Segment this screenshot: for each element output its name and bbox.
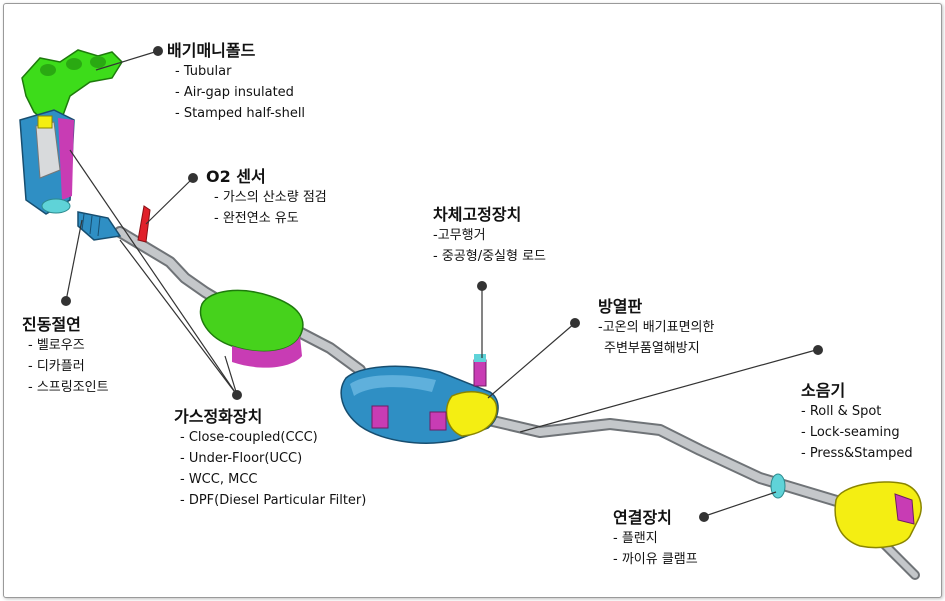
manifold-item: - Stamped half-shell [175,106,306,121]
heat-shield-item: -고온의 배기표면의한 [598,320,715,335]
manifold-item: - Air-gap insulated [175,85,294,100]
body-mount-hanger-part [473,354,487,387]
leader-dots [61,46,823,522]
main-muffler-part [340,365,499,444]
o2-sensor-item: - 완전연소 유도 [214,211,299,226]
underfloor-converter-part [199,289,304,368]
converter-item: - Under-Floor(UCC) [180,451,303,466]
manifold-title: 배기매니폴드 [167,41,256,60]
converter-label: 가스정화장치 - Close-coupled(CCC) - Under-Floo… [174,407,366,511]
manifold-item: - Tubular [175,64,232,79]
rear-muffler-part [834,481,922,549]
connector-label: 연결장치 - 플랜지 - 까이유 클램프 [613,508,698,570]
connector-item: - 플랜지 [613,531,658,546]
muffler-item: - Lock-seaming [801,425,900,440]
converter-item: - DPF(Diesel Particular Filter) [180,493,367,508]
manifold-label: 배기매니폴드 - Tubular - Air-gap insulated - S… [167,41,305,124]
close-coupled-converter-part [19,109,75,215]
connector-title: 연결장치 [613,508,672,527]
muffler-title: 소음기 [801,381,846,400]
vibration-item: - 벨로우즈 [28,338,85,353]
o2-sensor-label: O2 센서 - 가스의 산소량 점검 - 완전연소 유도 [206,167,327,229]
diagram-frame [3,3,942,598]
bellows-part [77,211,122,241]
muffler-label: 소음기 - Roll & Spot - Lock-seaming - Press… [801,381,913,464]
o2-sensor-title: O2 센서 [206,167,266,186]
body-mount-title: 차체고정장치 [433,205,522,224]
heat-shield-title: 방열판 [598,297,643,316]
body-mount-label: 차체고정장치 -고무행거 - 중공형/중실형 로드 [433,205,546,267]
vibration-item: - 디카플러 [28,359,85,374]
leader-lines [65,50,817,518]
o2-sensor-part [137,205,151,243]
connector-flange-part [770,473,786,499]
exhaust-pipe [114,226,920,580]
converter-item: - WCC, MCC [180,472,258,487]
connector-item: - 까이유 클램프 [613,552,698,567]
body-mount-item: - 중공형/중실형 로드 [433,249,547,264]
vibration-item: - 스프링조인트 [28,380,109,395]
muffler-item: - Press&Stamped [801,446,913,461]
converter-item: - Close-coupled(CCC) [180,430,318,445]
body-mount-item: -고무행거 [433,228,486,243]
heat-shield-item: 주변부품열해방지 [604,341,700,356]
heat-shield-label: 방열판 -고온의 배기표면의한 주변부품열해방지 [598,297,714,359]
vibration-label: 진동절연 - 벨로우즈 - 디카플러 - 스프링조인트 [22,315,109,398]
converter-title: 가스정화장치 [174,407,263,426]
vibration-title: 진동절연 [22,315,81,334]
muffler-item: - Roll & Spot [801,404,882,419]
o2-sensor-item: - 가스의 산소량 점검 [214,190,327,205]
